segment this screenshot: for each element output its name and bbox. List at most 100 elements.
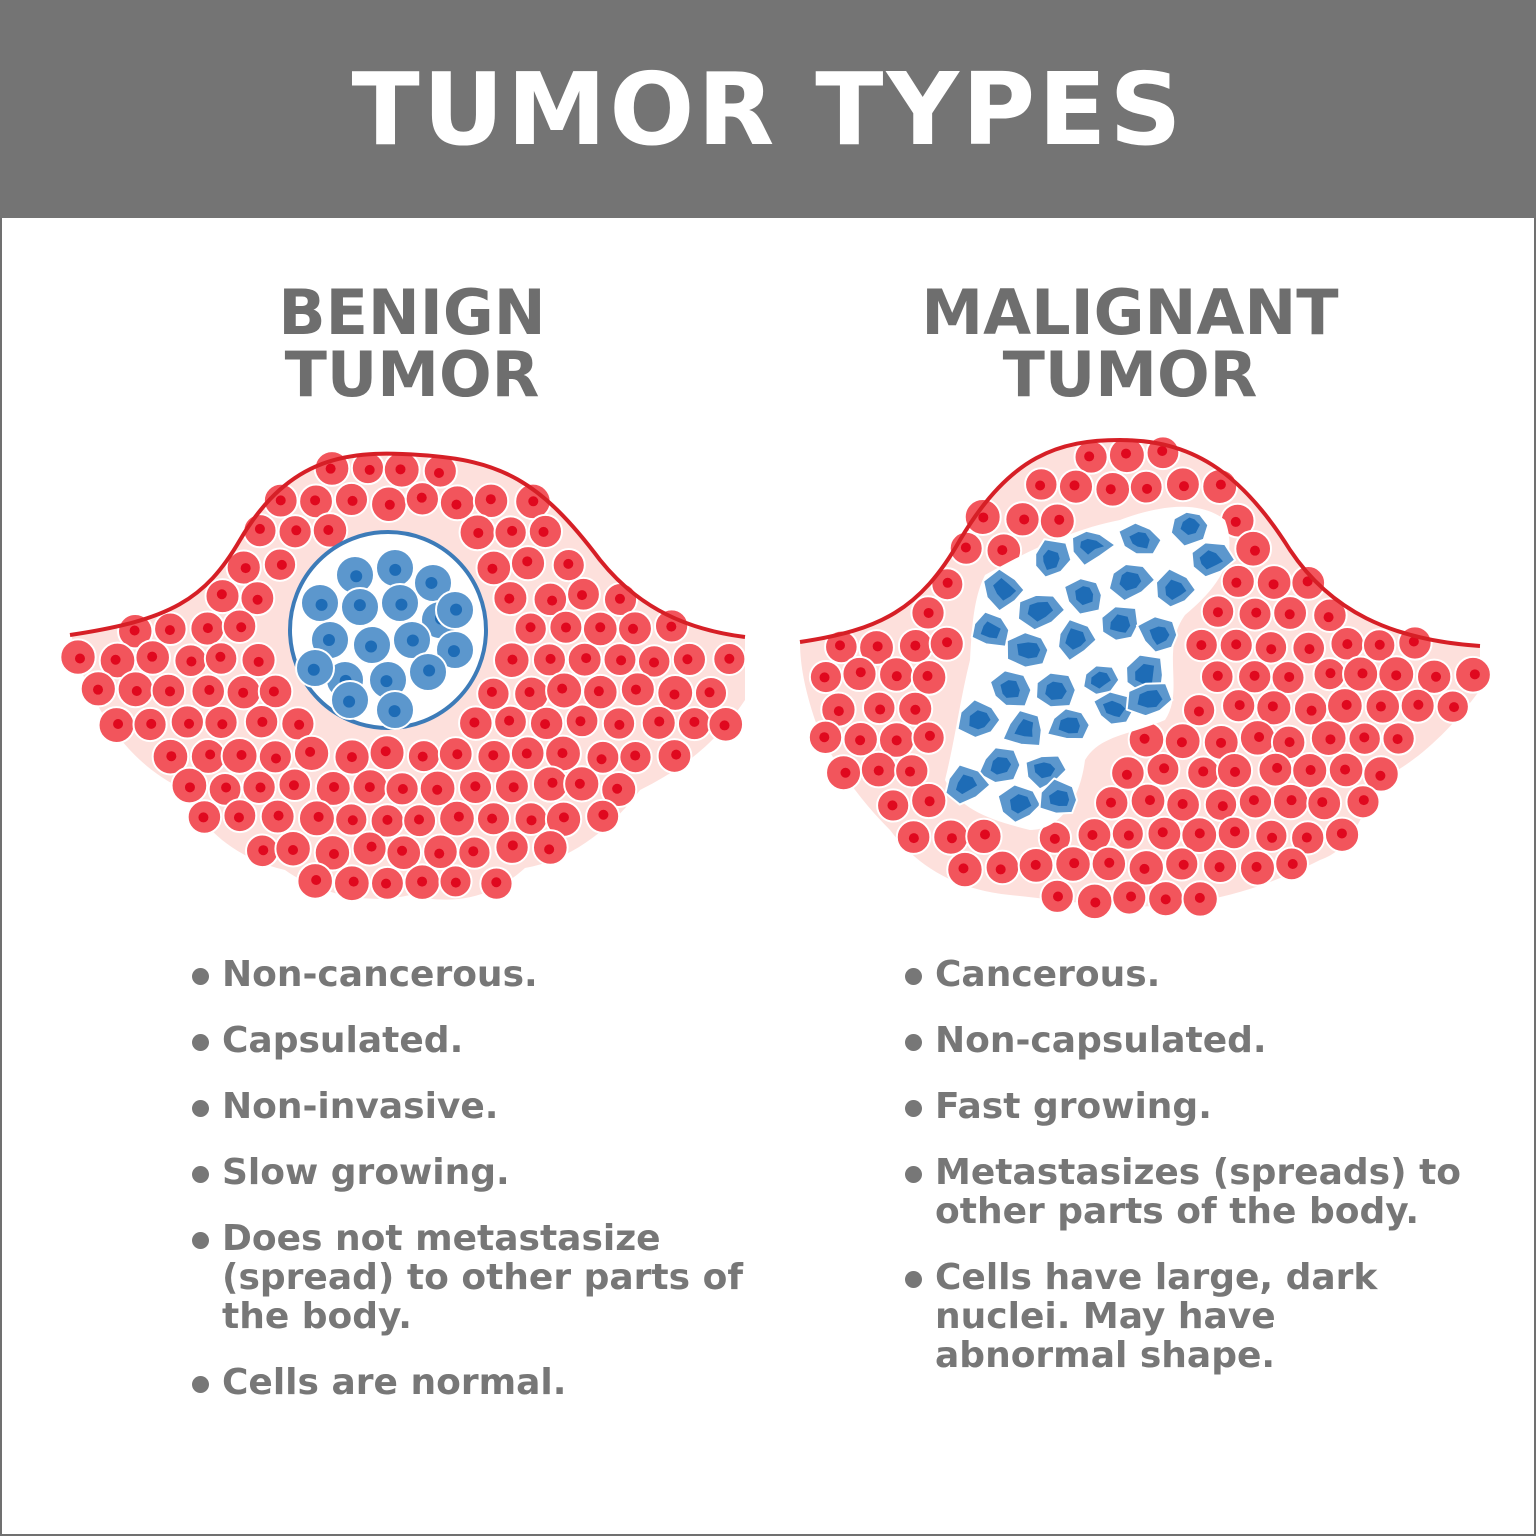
cancer-cell-nucleus <box>990 757 1012 775</box>
normal-cell-nucleus <box>598 809 609 820</box>
normal-cell-nucleus <box>547 595 558 606</box>
normal-cell-nucleus <box>74 653 85 664</box>
normal-cell-nucleus <box>521 748 532 759</box>
encapsulated-cell-nucleus <box>343 695 356 708</box>
cancer-cell-nucleus <box>1049 789 1070 806</box>
normal-cell-nucleus <box>1139 863 1150 874</box>
normal-cell-nucleus <box>258 845 269 856</box>
benign-encapsulated-cells <box>295 548 475 730</box>
normal-cell-nucleus <box>1019 514 1030 525</box>
normal-cell-nucleus <box>1284 737 1295 748</box>
normal-cell-nucleus <box>1301 832 1312 843</box>
normal-cell-nucleus <box>1212 607 1223 618</box>
normal-cell-nucleus <box>384 499 395 510</box>
normal-cell-nucleus <box>1306 705 1317 716</box>
normal-cell-nucleus <box>1178 859 1189 870</box>
normal-cell-nucleus <box>204 684 215 695</box>
normal-cell-nucleus <box>1123 830 1134 841</box>
benign-fact-item: Cells are normal. <box>192 1363 752 1402</box>
normal-cell-nucleus <box>923 607 934 618</box>
normal-cell-nucleus <box>1105 797 1116 808</box>
cancer-cell-nucleus <box>1165 579 1187 600</box>
normal-cell-nucleus <box>942 577 953 588</box>
benign-fact-item: Does not metastasize (spread) to other p… <box>192 1219 752 1336</box>
normal-cell-nucleus <box>1249 545 1260 556</box>
cancer-cell-nucleus <box>1199 550 1224 570</box>
normal-cell-nucleus <box>240 563 251 574</box>
benign-heading-line1: BENIGN <box>278 276 546 349</box>
normal-cell-nucleus <box>526 815 537 826</box>
normal-cell-nucleus <box>129 625 140 636</box>
normal-cell-nucleus <box>397 845 408 856</box>
normal-cell-nucleus <box>1196 640 1207 651</box>
normal-cell-nucleus <box>255 782 266 793</box>
cancer-cell-nucleus <box>1075 586 1094 606</box>
encapsulated-cell-nucleus <box>322 634 335 647</box>
normal-cell-nucleus <box>924 730 935 741</box>
normal-cell-nucleus <box>198 812 209 823</box>
normal-cell-nucleus <box>840 767 851 778</box>
normal-cell-nucleus <box>557 748 568 759</box>
normal-cell-nucleus <box>596 754 607 765</box>
benign-fact-item: Slow growing. <box>192 1153 752 1192</box>
normal-cell-nucleus <box>294 719 305 730</box>
normal-cell-nucleus <box>997 545 1008 556</box>
normal-cell-nucleus <box>1157 827 1168 838</box>
normal-cell-nucleus <box>545 653 556 664</box>
cancer-cell-nucleus <box>955 774 978 795</box>
normal-cell-nucleus <box>504 593 515 604</box>
normal-cell-nucleus <box>254 523 265 534</box>
normal-cell-nucleus <box>93 684 104 695</box>
normal-cell-nucleus <box>1287 859 1298 870</box>
normal-cell-nucleus <box>1087 830 1098 841</box>
normal-cell-nucleus <box>1408 636 1419 647</box>
normal-cell-nucleus <box>381 878 392 889</box>
normal-cell-nucleus <box>1359 732 1370 743</box>
encapsulated-cell-nucleus <box>447 645 460 658</box>
normal-cell-nucleus <box>946 833 957 844</box>
normal-cell-nucleus <box>380 746 391 757</box>
normal-cell-nucleus <box>504 715 515 726</box>
normal-cell-nucleus <box>271 753 282 764</box>
cancer-cell-nucleus <box>1000 680 1020 698</box>
normal-cell-nucleus <box>1193 706 1204 717</box>
normal-cell-nucleus <box>236 622 247 633</box>
normal-cell-nucleus <box>1254 732 1265 743</box>
normal-cell-nucleus <box>1341 699 1352 710</box>
normal-cell-nucleus <box>325 463 336 474</box>
normal-cell-nucleus <box>960 542 971 553</box>
normal-cell-nucleus <box>329 781 340 792</box>
normal-cell-nucleus <box>575 716 586 727</box>
normal-cell-nucleus <box>654 716 665 727</box>
cancer-cell-nucleus <box>1027 601 1054 622</box>
normal-cell-nucleus <box>669 689 680 700</box>
normal-cell-nucleus <box>507 840 518 851</box>
cancer-cell-nucleus <box>1149 626 1170 645</box>
normal-cell-nucleus <box>1142 483 1153 494</box>
normal-cell-nucleus <box>614 593 625 604</box>
encapsulated-cell-nucleus <box>450 603 463 616</box>
normal-cell-nucleus <box>450 877 461 888</box>
normal-cell-nucleus <box>275 495 286 506</box>
normal-cell-nucleus <box>1069 480 1080 491</box>
normal-cell-nucleus <box>908 833 919 844</box>
normal-cell-nucleus <box>1323 612 1334 623</box>
normal-cell-nucleus <box>433 467 444 478</box>
encapsulated-cell-nucleus <box>388 705 401 718</box>
normal-cell-nucleus <box>834 640 845 651</box>
normal-cell-nucleus <box>719 720 730 731</box>
normal-cell-nucleus <box>910 704 921 715</box>
normal-cell-nucleus <box>164 686 175 697</box>
normal-cell-nucleus <box>1302 576 1313 587</box>
encapsulated-cell-nucleus <box>365 640 378 653</box>
normal-cell-nucleus <box>507 525 518 536</box>
benign-heading: BENIGN TUMOR <box>212 282 612 406</box>
normal-cell-nucleus <box>364 782 375 793</box>
normal-cell-nucleus <box>452 749 463 760</box>
normal-cell-nucleus <box>1234 700 1245 711</box>
normal-cell-nucleus <box>1215 479 1226 490</box>
normal-cell-nucleus <box>1267 832 1278 843</box>
normal-cell-nucleus <box>414 814 425 825</box>
normal-cell-nucleus <box>273 810 284 821</box>
